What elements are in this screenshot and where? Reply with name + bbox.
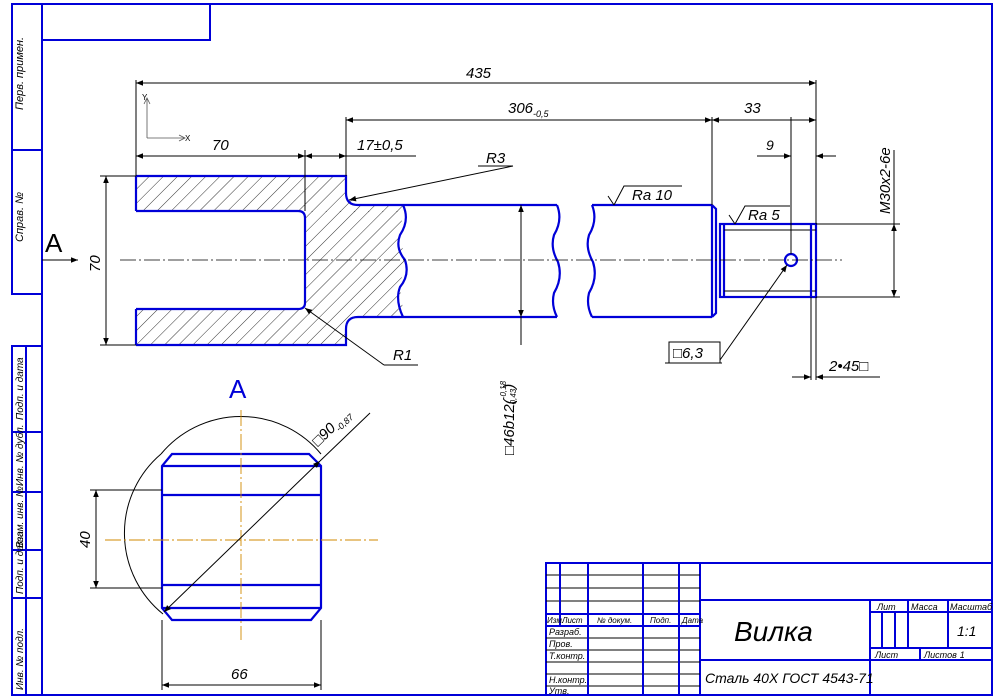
dim-fork-height: 70: [87, 255, 104, 272]
fork-main-view: [120, 174, 842, 347]
dim-thread-length: 33: [744, 100, 761, 117]
tb-col-mass: Масса: [911, 602, 938, 612]
fork-top-hatch: [136, 176, 403, 212]
dim-section-width: 40: [77, 531, 94, 548]
tb-role-approved: Утв.: [548, 686, 569, 696]
dim-fillet-r3: R3: [486, 150, 506, 167]
dim-shaft-tol-close: ): [501, 384, 518, 391]
tb-part-name: Вилка: [734, 616, 813, 647]
dim-fork-depth: 70: [212, 137, 229, 154]
dim-section-length: 66: [231, 666, 248, 683]
dim-shaft-length: 306-0,5: [508, 100, 550, 119]
fork-web-hatch: [305, 211, 405, 310]
reference-label: Справ. №: [14, 192, 26, 242]
dim-thread-spec: M30x2-6e: [877, 147, 894, 214]
orig-inv-label: Инв. № подл.: [15, 628, 26, 690]
dim-overall-length: 435: [466, 65, 492, 82]
dimensions-main: 435 306-0,5 33 9 70 17±0,5 R3 R1: [87, 65, 900, 455]
tb-material: Сталь 40Х ГОСТ 4543-71: [705, 670, 874, 686]
tb-col-lit: Лит: [876, 602, 896, 612]
sign-date-label-2: Подп. и дата: [15, 531, 26, 594]
tb-head-doc: № докум.: [597, 616, 632, 625]
dim-shaft-tol-lower: -0,43: [509, 388, 518, 407]
title-block: Изм. Лист № докум. Подп. Дата Разраб. Пр…: [545, 562, 993, 696]
sign-date-label-1: Подп. и дата: [15, 357, 26, 420]
tb-role-tech: Т.контр.: [549, 651, 585, 661]
svg-text:X: X: [185, 134, 191, 143]
roughness-ra10: Ra 10: [632, 187, 673, 204]
ucs-icon: Y X: [142, 93, 191, 143]
section-view-a: A 40 66 □90-0,87: [77, 374, 378, 690]
tb-col-scale: Масштаб: [950, 602, 993, 612]
tb-role-designed: Разраб.: [549, 627, 582, 637]
side-columns: Перв. примен. Справ. № Подп. и дата Инв.…: [14, 37, 26, 690]
view-arrow-a: A: [42, 228, 78, 263]
tb-scale-value: 1:1: [957, 623, 976, 639]
svg-text:Y: Y: [142, 93, 148, 102]
dim-fork-offset: 17±0,5: [357, 137, 403, 154]
tb-role-checked: Пров.: [549, 639, 573, 649]
dim-shaft-length-tol: -0,5: [533, 109, 550, 119]
dim-shaft-diameter: □46b12(-0,18-0,43): [499, 380, 518, 455]
drawing-frame: [11, 3, 993, 696]
view-title-a: A: [229, 374, 247, 404]
dim-fillet-r1: R1: [393, 347, 412, 364]
tb-head-list: Лист: [561, 616, 583, 625]
tb-head-date: Дата: [681, 616, 704, 625]
fork-bottom-hatch: [136, 309, 403, 345]
tb-head-izm: Изм.: [547, 616, 564, 625]
dim-section-diameter: □90-0,87: [309, 405, 356, 451]
dim-shaft-tol-upper: -0,18: [499, 380, 508, 399]
dim-hole-diameter: □6,3: [673, 345, 704, 362]
tb-sheet-label: Лист: [874, 650, 899, 660]
roughness-ra5: Ra 5: [748, 207, 780, 224]
view-arrow-label: A: [45, 228, 63, 258]
first-use-label: Перв. примен.: [14, 37, 26, 110]
tb-head-sign: Подп.: [650, 616, 671, 625]
tb-sheets-value: 1: [960, 650, 965, 660]
dim-groove-width: 9: [766, 137, 774, 153]
replace-inv-label: Взам. инв. №: [15, 486, 26, 548]
tb-role-norm: Н.контр.: [549, 675, 587, 685]
dup-inv-label: Инв. № дубл.: [14, 425, 26, 487]
dim-chamfer: 2•45□: [828, 358, 868, 375]
